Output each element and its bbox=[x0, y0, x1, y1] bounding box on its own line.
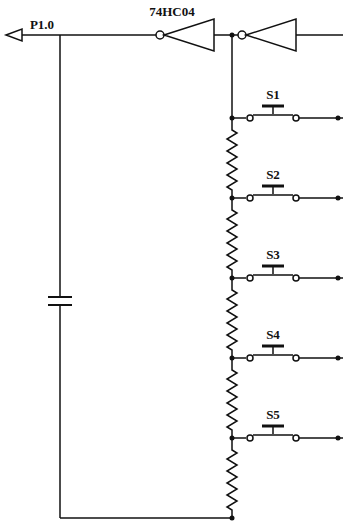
wire bbox=[296, 34, 343, 36]
switch-label: S3 bbox=[266, 248, 280, 261]
inverter-symbol bbox=[246, 19, 296, 51]
switch-lever bbox=[253, 274, 293, 276]
switch-contact bbox=[247, 195, 253, 201]
switch-stem bbox=[272, 346, 274, 354]
switch-contact bbox=[293, 115, 299, 121]
junction-dot bbox=[336, 196, 341, 201]
junction-dot bbox=[336, 116, 341, 121]
switch-label: S5 bbox=[266, 408, 280, 421]
switch-contact bbox=[247, 275, 253, 281]
switch-lever bbox=[253, 434, 293, 436]
junction-dot bbox=[336, 436, 341, 441]
junction-dot bbox=[336, 276, 341, 281]
pin-label: P1.0 bbox=[30, 18, 54, 31]
switch-contact bbox=[293, 435, 299, 441]
switch-lever bbox=[253, 114, 293, 116]
switch-contact bbox=[247, 435, 253, 441]
resistor-symbol bbox=[227, 358, 237, 438]
switch-stem bbox=[272, 266, 274, 274]
switch-label: S1 bbox=[266, 88, 280, 101]
wire bbox=[59, 35, 61, 297]
switch-lever bbox=[253, 194, 293, 196]
switch-contact bbox=[293, 195, 299, 201]
junction-dot bbox=[230, 196, 235, 201]
resistor-symbol bbox=[227, 278, 237, 358]
wire bbox=[231, 35, 233, 118]
capacitor-plate bbox=[48, 296, 72, 298]
switch-contact bbox=[293, 275, 299, 281]
junction-dot bbox=[230, 436, 235, 441]
resistor-symbol bbox=[227, 438, 237, 518]
resistor-symbol bbox=[227, 198, 237, 278]
switch-stem bbox=[272, 426, 274, 434]
junction-dot bbox=[230, 516, 235, 521]
inverter-symbol bbox=[164, 19, 214, 51]
switch-label: S2 bbox=[266, 168, 280, 181]
wire bbox=[59, 305, 61, 518]
switch-stem bbox=[272, 186, 274, 194]
switch-label: S4 bbox=[266, 328, 280, 341]
switch-stem bbox=[272, 106, 274, 114]
junction-dot bbox=[336, 356, 341, 361]
switch-contact bbox=[247, 115, 253, 121]
junction-dot bbox=[230, 33, 235, 38]
junction-dot bbox=[230, 116, 235, 121]
switch-contact bbox=[293, 355, 299, 361]
port-arrow bbox=[6, 29, 22, 41]
junction-dot bbox=[230, 276, 235, 281]
wire bbox=[22, 34, 156, 36]
switch-contact bbox=[247, 355, 253, 361]
part-name: 74HC04 bbox=[149, 5, 195, 18]
junction-dot bbox=[230, 356, 235, 361]
ground-rail bbox=[60, 517, 232, 519]
resistor-symbol bbox=[227, 118, 237, 198]
switch-lever bbox=[253, 354, 293, 356]
